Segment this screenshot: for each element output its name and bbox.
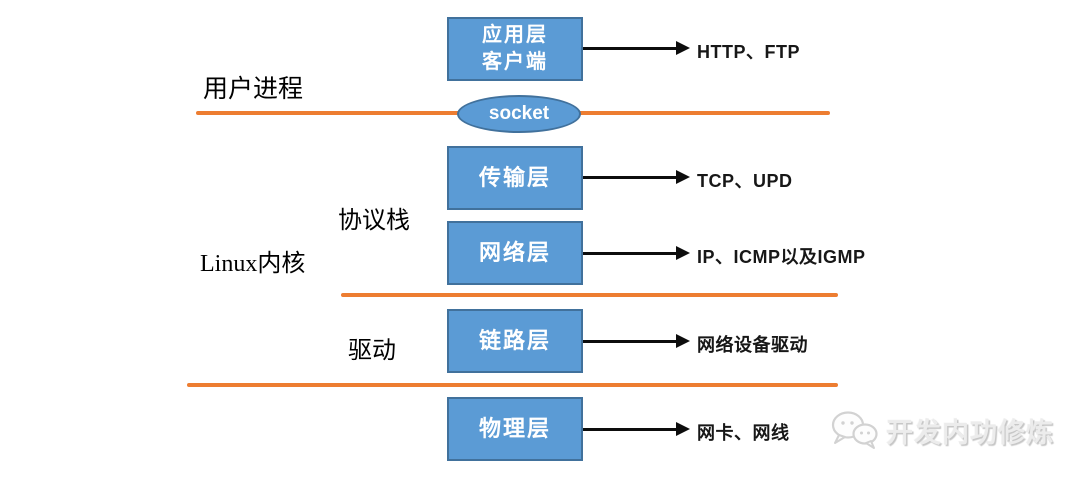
arrow-application-to-protocols bbox=[583, 40, 690, 55]
network-layer-box: 网络层 bbox=[447, 221, 583, 285]
transport-layer-label: 传输层 bbox=[478, 164, 551, 190]
user-process-label: 用户进程 bbox=[203, 76, 304, 103]
arrow-link-to-drivers bbox=[583, 333, 690, 348]
arrow-head-icon bbox=[676, 333, 690, 348]
arrow-head-icon bbox=[676, 40, 690, 55]
socket-label: socket bbox=[488, 103, 550, 124]
physical-layer-box: 物理层 bbox=[447, 397, 583, 461]
physical-hardware-label: 网卡、网线 bbox=[697, 423, 790, 443]
arrow-network-to-protocols bbox=[583, 245, 690, 260]
arrow-head-icon bbox=[676, 245, 690, 260]
socket-ellipse: socket bbox=[457, 95, 581, 133]
network-protocols-label: IP、ICMP以及IGMP bbox=[697, 247, 866, 267]
divider-stack-driver bbox=[341, 293, 838, 297]
application-layer-line1: 应用层 bbox=[482, 24, 548, 46]
driver-label: 驱动 bbox=[348, 338, 396, 364]
arrow-head-icon bbox=[676, 169, 690, 184]
link-layer-box: 链路层 bbox=[447, 309, 583, 373]
link-drivers-label: 网络设备驱动 bbox=[697, 335, 808, 355]
network-layer-label: 网络层 bbox=[478, 239, 551, 265]
application-protocols-label: HTTP、FTP bbox=[697, 42, 800, 62]
divider-driver-physical bbox=[187, 383, 838, 387]
linux-kernel-label: Linux内核 bbox=[200, 251, 306, 277]
transport-protocols-label: TCP、UPD bbox=[697, 171, 793, 191]
wechat-chat-bubbles-icon bbox=[831, 411, 878, 449]
watermark: 开发内功修炼 bbox=[830, 410, 1054, 450]
arrow-head-icon bbox=[676, 421, 690, 436]
link-layer-label: 链路层 bbox=[478, 327, 551, 353]
arrow-transport-to-protocols bbox=[583, 169, 690, 184]
application-layer-line2: 客户端 bbox=[482, 51, 548, 73]
watermark-text: 开发内功修炼 bbox=[886, 417, 1054, 448]
protocol-stack-label: 协议栈 bbox=[338, 208, 410, 234]
arrow-physical-to-hardware bbox=[583, 421, 690, 436]
transport-layer-box: 传输层 bbox=[447, 146, 583, 210]
physical-layer-label: 物理层 bbox=[478, 415, 551, 441]
application-layer-box: 应用层 客户端 bbox=[447, 17, 583, 81]
